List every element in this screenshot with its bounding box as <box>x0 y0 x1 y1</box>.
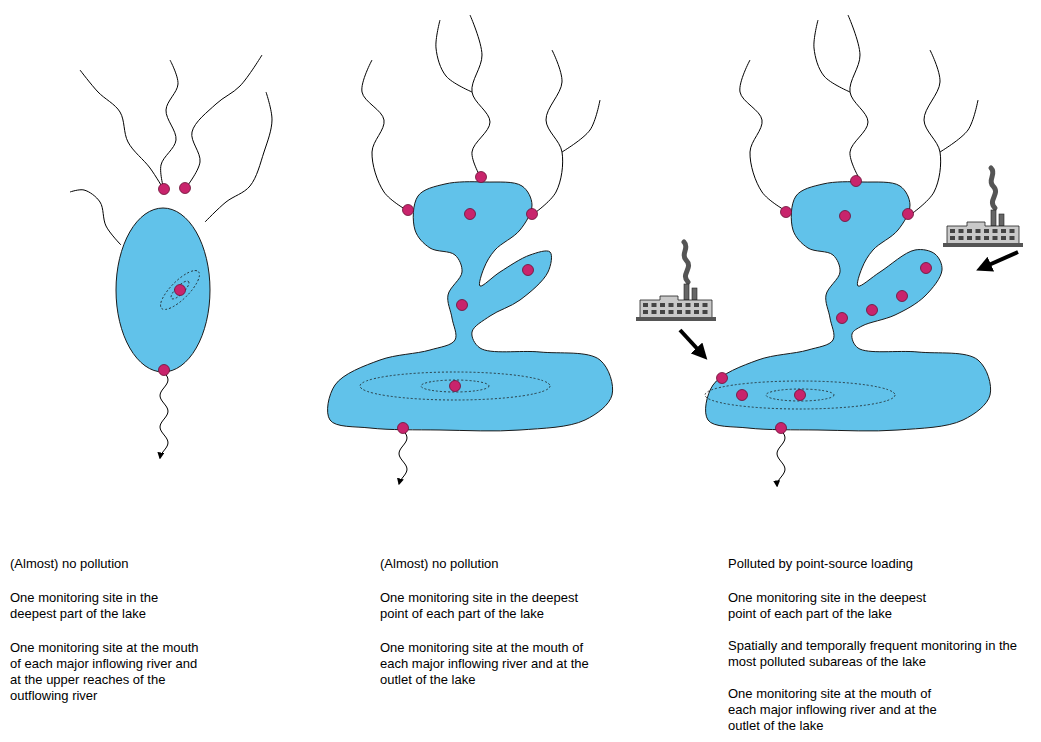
monitoring-dot <box>159 365 170 376</box>
monitoring-dot <box>737 390 748 401</box>
river-line <box>436 20 472 92</box>
caption-text: One monitoring site at the mouth of each… <box>10 640 200 704</box>
factory-icon <box>943 168 1023 247</box>
factory-icons <box>636 168 1023 355</box>
monitoring-dot <box>867 305 878 316</box>
depth-contour <box>766 389 834 401</box>
caption-text: (Almost) no pollution <box>380 556 600 572</box>
caption-text: One monitoring site at the mouth of each… <box>728 686 958 734</box>
river-line <box>205 92 272 222</box>
monitoring-dot <box>903 209 914 220</box>
monitoring-dot <box>450 381 461 392</box>
depth-contour <box>705 381 895 409</box>
monitoring-dot <box>776 423 787 434</box>
caption-text: One monitoring site in the deepest part … <box>10 590 185 622</box>
monitoring-dot <box>897 291 908 302</box>
lake-shapes <box>116 182 991 431</box>
caption-text: One monitoring site in the deepest point… <box>728 590 938 622</box>
depth-contour <box>421 380 489 392</box>
depth-contour <box>169 279 192 302</box>
caption-text: Spatially and temporally frequent monito… <box>728 638 1018 670</box>
river-line <box>70 190 121 245</box>
monitoring-dot <box>527 209 538 220</box>
depth-contours <box>155 265 895 409</box>
river-line <box>940 100 978 152</box>
monitoring-dot <box>840 211 851 222</box>
outflow-river <box>399 430 407 484</box>
river-line <box>362 60 408 211</box>
monitoring-dot <box>403 205 414 216</box>
lake-shape <box>328 182 613 431</box>
monitoring-dot <box>175 285 186 296</box>
depth-contour <box>155 265 204 314</box>
monitoring-dot <box>523 265 534 276</box>
river-line <box>814 20 850 92</box>
river-line <box>532 50 563 215</box>
monitoring-dot <box>457 300 468 311</box>
river-line <box>161 60 178 190</box>
caption-text: One monitoring site in the deepest point… <box>380 590 580 622</box>
depth-contour <box>360 372 550 400</box>
monitoring-dot <box>781 207 792 218</box>
pollution-arrow <box>982 252 1018 268</box>
outflow-river <box>777 430 785 486</box>
monitoring-dot <box>795 390 806 401</box>
monitoring-sites <box>159 172 932 434</box>
factory-icon <box>636 242 716 321</box>
pollution-arrow <box>680 330 703 355</box>
caption-text: (Almost) no pollution <box>10 556 230 572</box>
river-line <box>562 100 600 152</box>
caption-text: Polluted by point-source loading <box>728 556 1028 572</box>
river-line <box>740 60 786 211</box>
caption-text: One monitoring site at the mouth of each… <box>380 640 590 688</box>
lake-shape <box>116 208 210 372</box>
monitoring-dot <box>717 373 728 384</box>
monitoring-dot <box>159 184 170 195</box>
monitoring-dot <box>837 313 848 324</box>
monitoring-dot <box>851 176 862 187</box>
monitoring-dot <box>180 183 191 194</box>
river-line <box>470 15 490 178</box>
river-line <box>80 70 164 190</box>
monitoring-dot <box>921 263 932 274</box>
monitoring-dot <box>476 172 487 183</box>
river-line <box>848 15 868 178</box>
river-line <box>185 55 262 189</box>
lake-shape <box>706 182 991 431</box>
outflow-river <box>160 372 168 458</box>
monitoring-dot <box>398 423 409 434</box>
monitoring-dot <box>465 209 476 220</box>
river-line <box>910 50 941 215</box>
